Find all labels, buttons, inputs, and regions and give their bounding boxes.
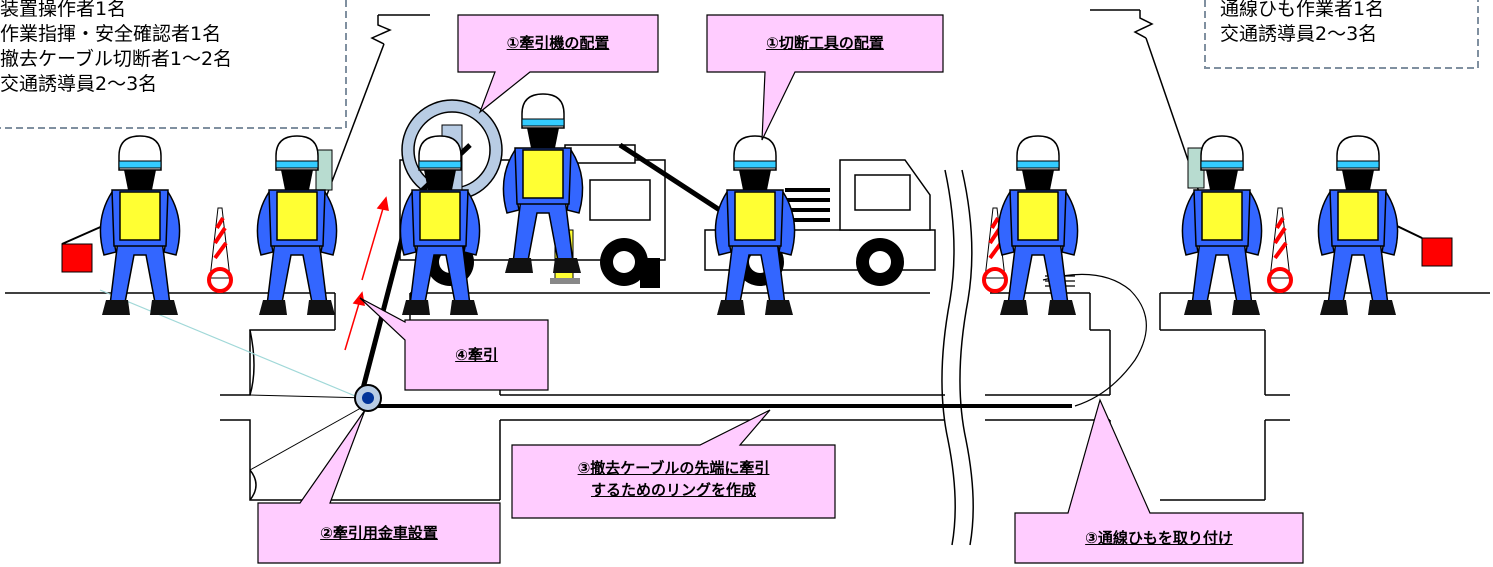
step-pull-label: ④牽引: [455, 346, 498, 364]
callout-pull: [359, 297, 549, 391]
callout-ring: [511, 409, 836, 519]
zigzag-break-left: [324, 14, 430, 201]
step-cord-label: ③通線ひもを取り付け: [1085, 529, 1233, 547]
worker-icon: [99, 135, 181, 316]
crew-line: 装置操作者1名: [0, 0, 127, 20]
zigzag-break-right: [1090, 9, 1201, 196]
step-ring-label-line2: するためのリングを作成: [590, 481, 756, 499]
road-surface: [5, 292, 1490, 330]
crew-roster-right: [1204, 0, 1479, 69]
pull-direction-arrows: [344, 196, 389, 351]
traffic-cone-icon: [207, 206, 233, 293]
step-cutter-label: ①切断工具の配置: [766, 34, 884, 52]
pulley-icon: [354, 384, 382, 412]
worker-icon: [1317, 135, 1399, 316]
step-pulley-label: ②牽引用金車設置: [320, 524, 438, 542]
crew-roster-left-text: 装置操作者1名 作業指揮・安全確認者1名 撤去ケーブル切断者1～2名 交通誘導員…: [0, 0, 232, 97]
crew-line: 作業指揮・安全確認者1名: [0, 23, 222, 45]
step-ring-label-line1: ③撤去ケーブルの先端に牽引: [577, 459, 770, 477]
worker-icon: [997, 135, 1079, 316]
callout-cord: [1014, 398, 1304, 564]
crew-roster-right-text: 通線ひも作業者1名 交通誘導員2～3名: [1220, 0, 1384, 47]
traffic-cone-icon: [1267, 206, 1293, 293]
crew-roster-left: [0, 0, 347, 129]
red-flag-icon: [61, 224, 106, 273]
callout-winch: [457, 14, 659, 114]
worker-icon: [714, 135, 796, 316]
red-flag-icon: [1394, 224, 1453, 267]
crew-line: 通線ひも作業者1名: [1220, 0, 1385, 20]
crew-line: 交通誘導員2～3名: [1220, 23, 1378, 45]
wave-break-icon: [941, 169, 974, 546]
callout-cutter: [706, 14, 944, 141]
crew-line: 撤去ケーブル切断者1～2名: [0, 48, 233, 70]
crew-line: 交通誘導員2～3名: [0, 73, 158, 95]
step-winch-label: ①牽引機の配置: [506, 34, 610, 52]
callout-pulley: [257, 409, 501, 564]
